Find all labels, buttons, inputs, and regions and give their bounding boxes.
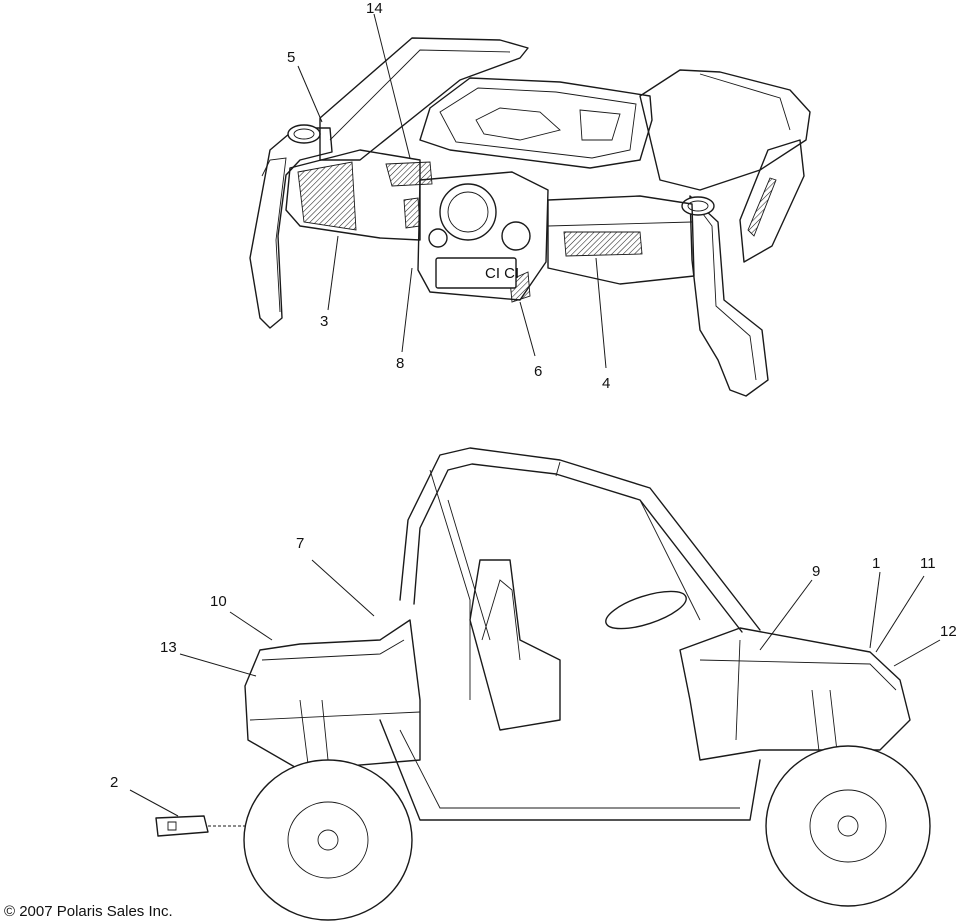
callout-9: 9 [812, 563, 820, 580]
callout-14: 14 [366, 0, 383, 17]
callout-2: 2 [110, 774, 118, 791]
callout-8: 8 [396, 355, 404, 372]
callout-4: 4 [602, 375, 610, 392]
dashboard-assembly [249, 37, 811, 397]
callout-7: 7 [296, 535, 304, 552]
decal-2 [155, 815, 209, 837]
callout-3: 3 [320, 313, 328, 330]
vehicle-side-view [155, 447, 931, 921]
callout-5: 5 [287, 49, 295, 66]
callout-13: 13 [160, 639, 177, 656]
decal-3 [297, 161, 357, 231]
decal-8 [403, 197, 421, 229]
copyright-notice: © 2007 Polaris Sales Inc. [4, 903, 173, 920]
callout-12: 12 [940, 623, 957, 640]
callout-10: 10 [210, 593, 227, 610]
callout-11: 11 [920, 555, 936, 572]
dash-panel-text: CI CI [485, 265, 519, 282]
leader-lines [129, 13, 941, 817]
decal-14 [385, 161, 433, 187]
callout-1: 1 [872, 555, 880, 572]
decal-4 [563, 231, 643, 257]
callout-6: 6 [534, 363, 542, 380]
